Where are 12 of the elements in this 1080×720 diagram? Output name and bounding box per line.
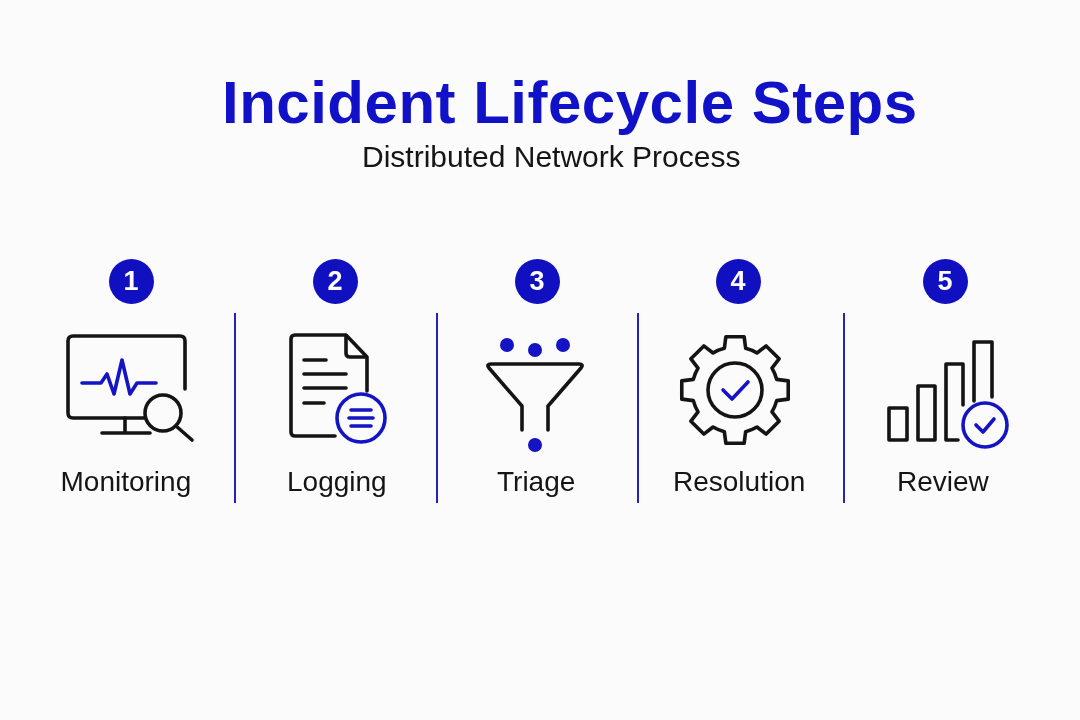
step-label: Triage — [497, 465, 576, 499]
subtitle: Distributed Network Process — [362, 139, 741, 175]
step-number-badge: 4 — [715, 258, 761, 304]
step-number-badge: 5 — [922, 258, 968, 304]
step-label: Logging — [287, 465, 387, 499]
step-number-badge: 1 — [108, 258, 154, 304]
step-label: Review — [897, 465, 989, 499]
step-number-badge: 3 — [514, 258, 560, 304]
step-number-badge: 2 — [312, 258, 358, 304]
title: Incident Lifecycle Steps — [222, 70, 918, 136]
step-label: Monitoring — [60, 465, 192, 499]
step-label: Resolution — [673, 465, 806, 499]
